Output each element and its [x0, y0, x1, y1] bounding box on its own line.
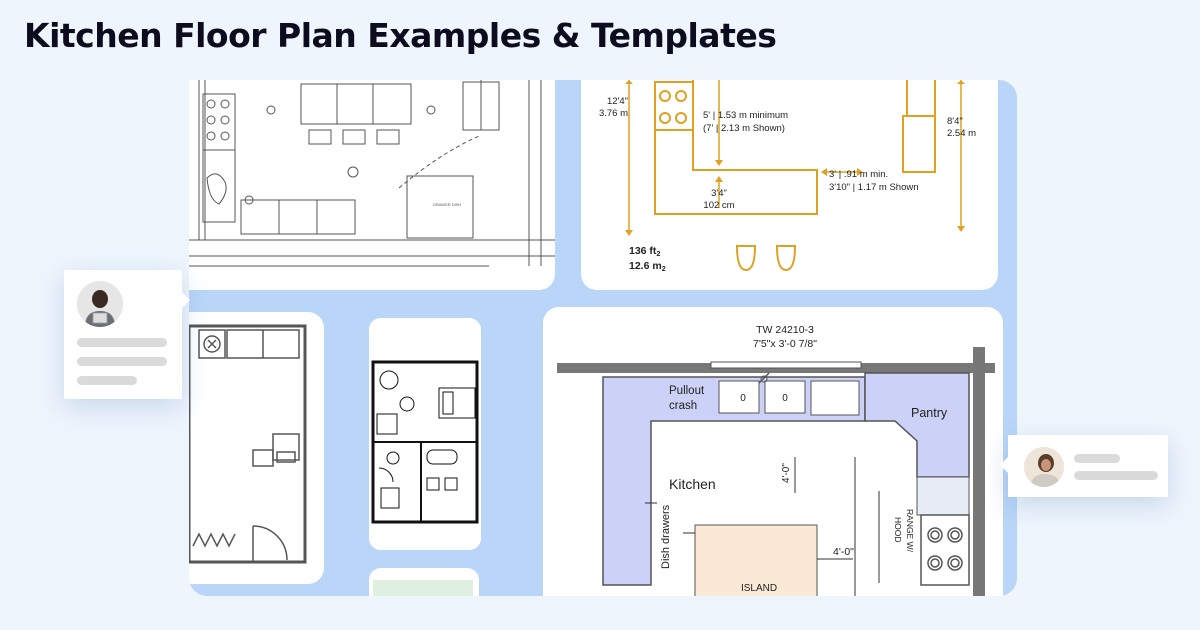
dim-4ft-vertical: 4'-0" [781, 463, 792, 483]
plan-card-kitchen-island[interactable]: TW 24210-3 7'5"x 3'-0 7/8" Pullout crash… [543, 307, 1003, 596]
svg-text:136 ft2: 136 ft2 [629, 245, 660, 258]
comment-bubble-left[interactable] [64, 270, 190, 399]
label-dish-drawers: Dish drawers [660, 504, 672, 569]
plan-kitchen-island-drawing: TW 24210-3 7'5"x 3'-0 7/8" Pullout crash… [557, 324, 995, 596]
plan-architectural-drawing: DRAWER DISH [189, 80, 555, 267]
label-kitchen: Kitchen [669, 476, 716, 492]
dim-aisle-min: 5' | 1.53 m minimum [703, 110, 788, 121]
plan-card-architectural[interactable]: DRAWER DISH [189, 80, 555, 290]
plan-card-room[interactable] [189, 312, 324, 584]
gallery-panel: DRAWER DISH [189, 80, 1017, 596]
dim-depth-cm: 102 cm [703, 200, 734, 211]
sink-right: 0 [782, 393, 788, 404]
label-crash: crash [669, 400, 697, 412]
area-ft: 136 ft [629, 245, 657, 257]
plan-card-partial[interactable] [369, 568, 479, 596]
dim-height-right-m: 2.54 m [947, 128, 976, 139]
comment-line-placeholder [77, 357, 167, 366]
dim-depth-ft: 3'4" [711, 188, 727, 199]
plan-card-dimensioned[interactable]: 12'4" 3.76 m 5' | 1.53 m minimum (7' | 2… [581, 80, 998, 290]
window-size: 7'5"x 3'-0 7/8" [753, 338, 817, 350]
avatar[interactable] [77, 281, 123, 327]
label-range: RANGE W/ [905, 509, 915, 553]
label-pullout: Pullout [669, 385, 705, 397]
comment-bubble-right[interactable] [1000, 435, 1168, 497]
area-m-sup: 2 [662, 266, 666, 273]
comment-line-placeholder [77, 338, 167, 347]
dim-4ft-horizontal: 4'-0" [833, 546, 854, 558]
dim-height-right-ft: 8'4" [947, 116, 963, 127]
label-island: ISLAND [741, 583, 777, 594]
dim-counter-min: 3' | .91 m min. [829, 169, 888, 180]
svg-text:12.6 m2: 12.6 m2 [629, 260, 666, 273]
dim-aisle-shown: (7' | 2.13 m Shown) [703, 123, 785, 134]
comment-line-placeholder [1074, 471, 1158, 480]
sink-left: 0 [740, 393, 746, 404]
plan-dimensioned-drawing: 12'4" 3.76 m 5' | 1.53 m minimum (7' | 2… [599, 80, 976, 273]
avatar-icon [77, 281, 123, 327]
comment-line-placeholder [1074, 454, 1120, 463]
plan-room-drawing [189, 324, 307, 564]
plan-a-note: DRAWER DISH [433, 202, 461, 207]
page-title: Kitchen Floor Plan Examples & Templates [24, 16, 777, 55]
area-m: 12.6 m [629, 260, 662, 272]
plan-apartment-drawing [369, 318, 481, 550]
dim-height-left-ft: 12'4" [607, 96, 628, 107]
avatar-icon [1024, 447, 1064, 487]
dim-height-left-m: 3.76 m [599, 108, 628, 119]
area-ft-sup: 2 [656, 251, 660, 258]
label-pantry: Pantry [911, 406, 948, 420]
avatar[interactable] [1024, 447, 1064, 487]
comment-line-placeholder [77, 376, 137, 385]
plan-partial-drawing [373, 580, 473, 596]
window-code: TW 24210-3 [756, 324, 814, 336]
label-hood: HOOD [893, 517, 903, 543]
dim-counter-shown: 3'10" | 1.17 m Shown [829, 182, 919, 193]
plan-card-apartment[interactable] [369, 318, 481, 550]
